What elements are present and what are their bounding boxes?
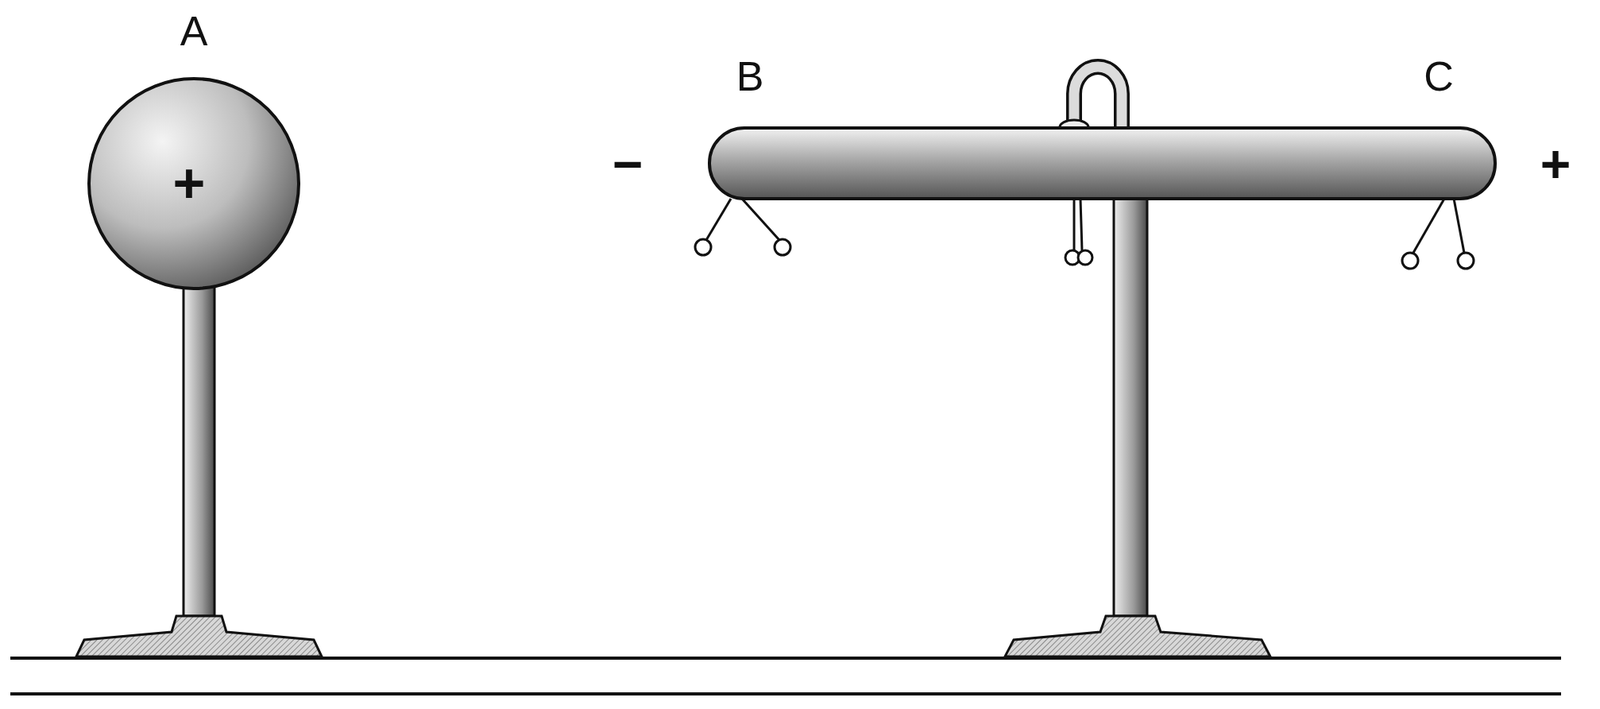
rod-hook bbox=[1074, 66, 1122, 129]
charge-sign: − bbox=[612, 137, 644, 190]
conductor-rod bbox=[709, 127, 1496, 199]
ground-line bbox=[10, 691, 1562, 696]
charge-sign: + bbox=[1540, 137, 1572, 190]
charged-sphere: A+ bbox=[86, 76, 302, 291]
part-letter: C bbox=[1423, 55, 1454, 97]
insulating-stand bbox=[76, 285, 322, 657]
pith-balls bbox=[1402, 198, 1474, 269]
pith-balls bbox=[1065, 198, 1093, 265]
charge-sign: + bbox=[173, 155, 206, 212]
pith-balls bbox=[695, 198, 791, 256]
part-letter: B bbox=[736, 55, 765, 97]
insulating-stand bbox=[1004, 197, 1271, 657]
part-letter: A bbox=[180, 10, 209, 52]
rod-hook bbox=[1074, 66, 1122, 129]
